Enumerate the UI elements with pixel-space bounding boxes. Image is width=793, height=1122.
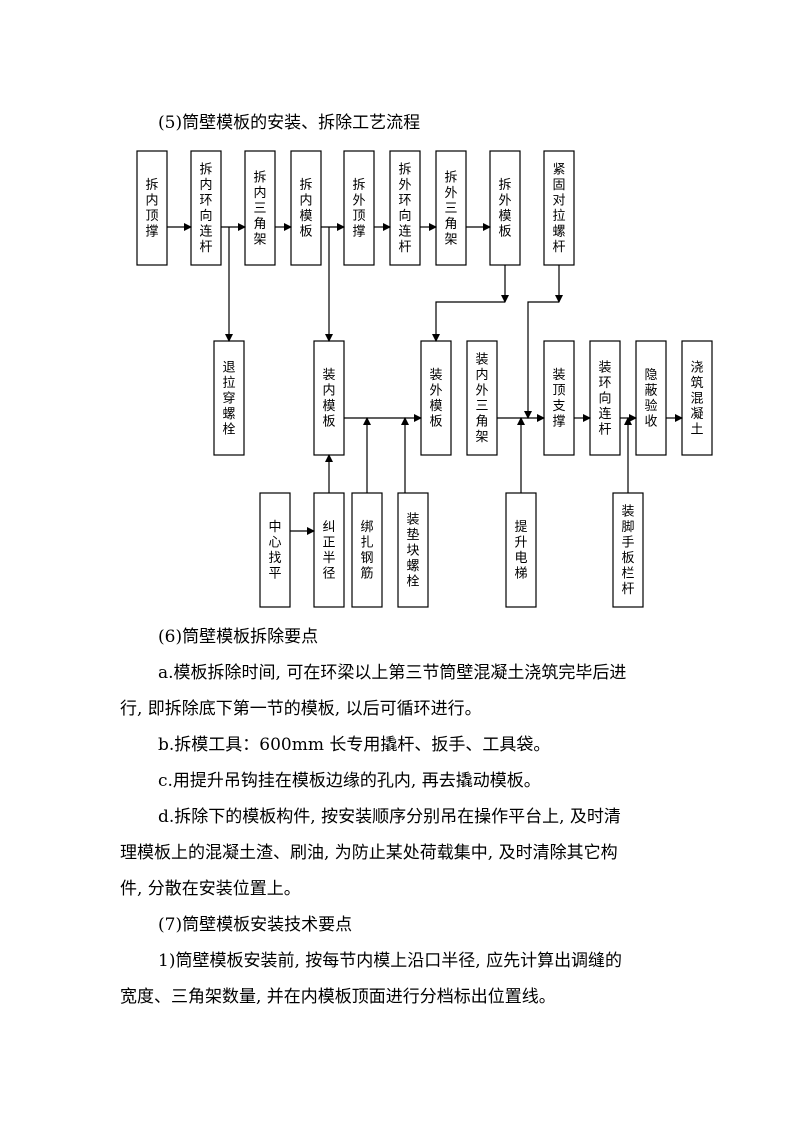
paragraph-1-line1: 1)筒壁模板安装前, 按每节内模上沿口半径, 应先计算出调缝的 [158, 951, 623, 971]
paragraph-a-line1: a.模板拆除时间, 可在环梁以上第三节筒壁混凝土浇筑完毕后进 [158, 663, 627, 683]
flow-node-m5: 装顶支撑 [543, 340, 575, 456]
flow-node-label: 拆外环向连杆 [398, 163, 411, 256]
flow-node-b2: 纠正半径 [313, 492, 345, 608]
heading-7: (7)筒壁模板安装技术要点 [158, 915, 353, 935]
flow-node-b5: 提升电梯 [505, 492, 537, 608]
flow-node-n3: 拆内三角架 [244, 150, 276, 266]
flow-node-label: 拆内模板 [299, 178, 312, 240]
flow-node-b3: 绑扎钢筋 [351, 492, 383, 608]
heading-5: (5)筒壁模板的安装、拆除工艺流程 [158, 113, 421, 133]
paragraph-a-line2: 行, 即拆除底下第一节的模板, 以后可循环进行。 [120, 699, 482, 719]
paragraph-d-line3: 件, 分散在安装位置上。 [120, 879, 301, 899]
paragraph-1-line2: 宽度、三角架数量, 并在内模板顶面进行分档标出位置线。 [120, 987, 556, 1007]
flow-node-label: 拆外三角架 [444, 170, 457, 247]
flow-node-m1: 退拉穿螺栓 [213, 340, 245, 456]
flow-node-m7: 隐蔽验收 [635, 340, 667, 456]
flow-node-label: 装内外三角架 [475, 353, 488, 446]
flow-node-label: 纠正半径 [322, 520, 335, 582]
flow-node-n9: 紧固对拉螺杆 [543, 150, 575, 266]
paragraph-c: c.用提升吊钩挂在模板边缘的孔内, 再去撬动模板。 [158, 771, 541, 791]
flow-node-b6: 装脚手板栏杆 [612, 492, 644, 608]
flow-node-n4: 拆内模板 [290, 150, 322, 266]
paragraph-d-line2: 理模板上的混凝土渣、刷油, 为防止某处荷载集中, 及时清除其它构 [120, 843, 618, 863]
flow-node-n8: 拆外模板 [489, 150, 521, 266]
flow-connector [432, 301, 505, 342]
flow-node-m8: 浇筑混凝土 [681, 340, 713, 456]
flow-node-label: 装顶支撑 [552, 368, 565, 430]
flow-node-label: 提升电梯 [514, 519, 527, 582]
flow-node-n6: 拆外环向连杆 [389, 150, 421, 266]
flow-node-label: 装外模板 [429, 368, 442, 430]
flow-node-label: 装环向连杆 [598, 360, 611, 437]
process-flowchart: 拆内顶撑 拆内环向连杆 拆内三角架 拆内模板 拆外顶撑 拆外环向连杆 拆外三角架… [136, 150, 713, 608]
flow-node-label: 拆外模板 [498, 178, 511, 240]
flow-connector [524, 301, 559, 419]
flow-node-label: 拆内三角架 [253, 170, 266, 247]
flow-node-label: 退拉穿螺栓 [222, 360, 235, 437]
flow-node-m3: 装外模板 [420, 340, 452, 456]
flow-node-label: 装垫块螺栓 [406, 512, 419, 589]
paragraph-b: b.拆模工具：600mm 长专用撬杆、扳手、工具袋。 [158, 735, 551, 755]
flow-node-n7: 拆外三角架 [435, 150, 467, 266]
flow-node-label: 隐蔽验收 [644, 368, 657, 430]
flow-node-label: 紧固对拉螺杆 [552, 163, 565, 256]
flow-node-label: 绑扎钢筋 [360, 520, 373, 582]
flow-node-n1: 拆内顶撑 [136, 150, 168, 266]
flow-node-b4: 装垫块螺栓 [397, 492, 429, 608]
heading-6: (6)筒壁模板拆除要点 [158, 627, 319, 647]
flow-node-label: 拆内环向连杆 [199, 163, 212, 256]
flow-node-n5: 拆外顶撑 [343, 150, 375, 266]
flow-node-label: 拆内顶撑 [145, 178, 158, 240]
flow-node-label: 中心找平 [268, 520, 281, 582]
flow-node-label: 浇筑混凝土 [690, 360, 703, 437]
flow-node-label: 装脚手板栏杆 [621, 505, 634, 598]
flow-node-label: 装内模板 [322, 368, 335, 430]
flow-node-m6: 装环向连杆 [589, 340, 621, 456]
flow-node-n2: 拆内环向连杆 [190, 150, 222, 266]
flow-node-m4: 装内外三角架 [466, 340, 498, 456]
flow-node-m2: 装内模板 [313, 340, 345, 456]
paragraph-d-line1: d.拆除下的模板构件, 按安装顺序分别吊在操作平台上, 及时清 [158, 807, 621, 827]
flow-node-b1: 中心找平 [259, 492, 291, 608]
flow-node-label: 拆外顶撑 [352, 178, 365, 240]
